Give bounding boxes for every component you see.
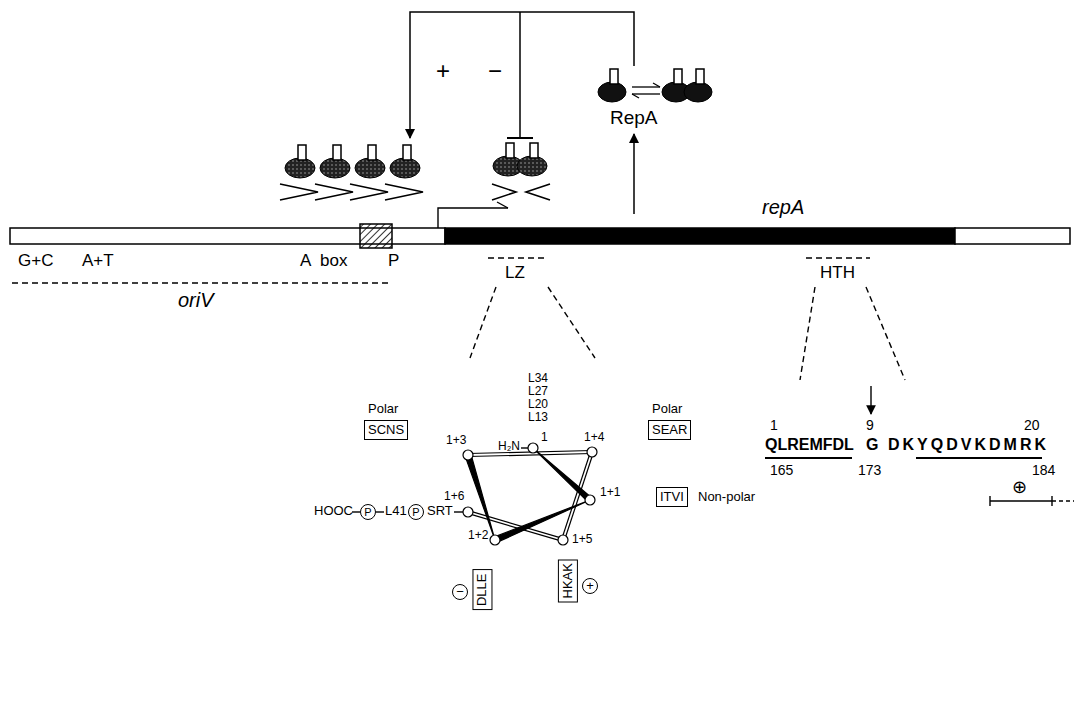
regulation-sign: + xyxy=(436,58,450,84)
region-label: A+T xyxy=(82,252,114,271)
sequence-text: DKYQDVKDMRK xyxy=(888,436,1049,454)
residue-box: DLLE xyxy=(472,570,492,611)
hth-marks xyxy=(765,386,1074,506)
residue-box: SEAR xyxy=(648,420,691,440)
domain-label: LZ xyxy=(505,264,525,283)
position-label: 1 xyxy=(770,418,778,433)
region-label: A xyxy=(300,252,311,271)
position-label: 1+2 xyxy=(468,529,488,542)
feedback-lines xyxy=(410,12,634,138)
residue-number: 173 xyxy=(858,463,881,478)
charge-circle: − xyxy=(452,584,468,600)
leucine-label: L34 xyxy=(528,372,548,385)
leucine-label: L20 xyxy=(528,398,548,411)
position-label: 9 xyxy=(866,418,874,433)
position-label: 1+6 xyxy=(444,490,464,503)
sequence-text: SRT xyxy=(427,504,453,518)
position-label: 1+4 xyxy=(584,431,604,444)
charge-symbol: ⊕ xyxy=(1012,478,1027,498)
node-text: DLLE xyxy=(474,574,490,607)
polarity-label: Polar xyxy=(368,402,398,416)
leucine-label: L41 xyxy=(385,504,407,518)
origin-label: oriV xyxy=(178,289,214,311)
charge-circle: + xyxy=(582,578,598,594)
terminus-label: HOOC xyxy=(314,504,353,518)
node-text: P xyxy=(409,505,423,519)
position-label: 20 xyxy=(1024,418,1040,433)
leucine-label: L27 xyxy=(528,385,548,398)
residue-box: SCNS xyxy=(364,420,408,440)
gene-name: repA xyxy=(762,196,804,218)
dna-map xyxy=(10,224,1070,248)
terminus-label: H₂N xyxy=(498,440,520,453)
position-label: 1+1 xyxy=(600,486,620,499)
expression-arrow xyxy=(633,134,635,214)
residue-number: 165 xyxy=(770,463,793,478)
residue-box: ITVI xyxy=(656,487,688,507)
sequence-text: QLREMFDL xyxy=(765,436,854,454)
position-label: 1 xyxy=(541,431,548,444)
node-text: HKAK xyxy=(560,563,576,598)
node-text: ITVI xyxy=(660,489,684,505)
node-text: P xyxy=(361,505,375,519)
regulation-sign: − xyxy=(488,58,502,84)
protein-name: RepA xyxy=(610,108,658,129)
region-label: P xyxy=(388,252,399,271)
iteron-complex xyxy=(280,143,550,200)
node-text: + xyxy=(583,579,597,593)
domain-label: HTH xyxy=(820,264,855,283)
node-text: SEAR xyxy=(652,422,687,438)
residue-box: HKAK xyxy=(558,559,578,602)
phospho-circle: P xyxy=(360,504,376,520)
residue-number: 184 xyxy=(1032,463,1055,478)
phospho-circle: P xyxy=(408,504,424,520)
promoter-arrow xyxy=(438,202,508,228)
position-label: 1+5 xyxy=(572,533,592,546)
leucine-label: L13 xyxy=(528,411,548,424)
polarity-label: Polar xyxy=(652,402,682,416)
node-text: − xyxy=(453,585,467,599)
repa-proteins xyxy=(598,69,712,102)
node-text: SCNS xyxy=(368,422,404,438)
helical-wheel xyxy=(352,443,597,545)
sequence-text: G xyxy=(866,436,878,454)
region-label: G+C xyxy=(18,252,53,271)
position-label: 1+3 xyxy=(446,434,466,447)
region-label: box xyxy=(320,252,347,271)
dashed-markers xyxy=(12,258,905,380)
polarity-label: Non-polar xyxy=(698,490,755,504)
